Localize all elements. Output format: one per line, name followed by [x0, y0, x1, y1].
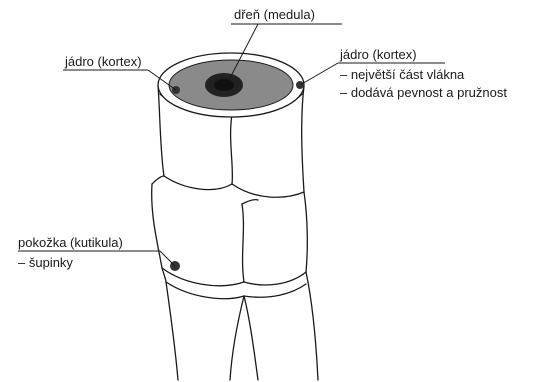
cortex-right-note-strength: – dodává pevnost a pružnost	[340, 85, 507, 100]
middle-segment-left-top	[152, 176, 164, 184]
bottom-scale-top-right	[244, 284, 306, 297]
bottom-segment-right-wall	[306, 272, 318, 380]
cortex-right-leader-line	[300, 63, 338, 85]
top-segment-left-wall	[158, 86, 164, 176]
middle-scale-divider-2	[242, 200, 258, 204]
bottom-scale-divider	[230, 296, 244, 380]
middle-scale-lower-right	[244, 272, 306, 285]
top-segment-right-wall	[302, 86, 304, 192]
medulla-label: dřeň (medula)	[234, 7, 315, 22]
cortex-right-note-size: – největší část vlákna	[340, 67, 465, 82]
cuticle-note-scales: – šupinky	[18, 255, 73, 270]
hair-fiber-illustration	[152, 53, 318, 380]
middle-segment-left-wall	[152, 184, 162, 268]
medulla-inner-highlight	[214, 79, 234, 91]
top-scale-lower-edge	[164, 176, 232, 190]
cuticle-label: pokožka (kutikula)	[18, 235, 123, 250]
bottom-segment-left-wall	[166, 282, 178, 380]
cortex-right-label: jádro (kortex)	[339, 47, 417, 62]
middle-scale-divider	[242, 204, 244, 282]
cortex-left-label: jádro (kortex)	[64, 54, 142, 69]
top-scale-divider	[231, 114, 233, 184]
middle-segment-right-wall	[304, 192, 307, 272]
bottom-scale-divider-2	[244, 296, 258, 380]
cuticle-leader-line	[160, 251, 175, 266]
labels: dřeň (medula) jádro (kortex) jádro (kort…	[18, 7, 507, 270]
top-scale-right-edge	[232, 184, 304, 197]
